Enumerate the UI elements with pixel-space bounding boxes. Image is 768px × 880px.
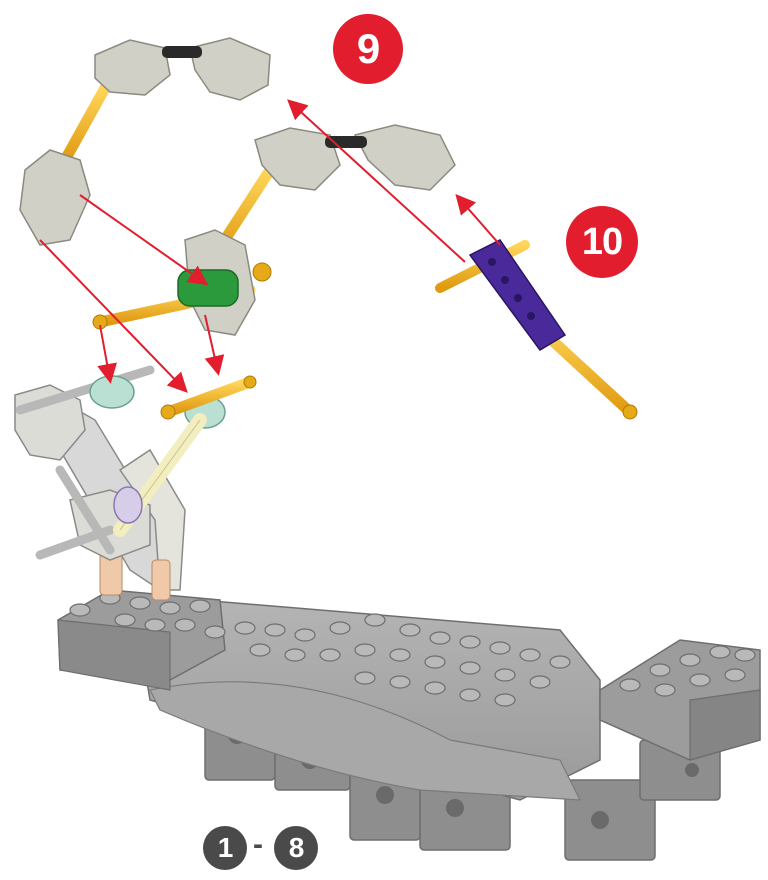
base-platform xyxy=(58,590,760,860)
arrow-rod-to-mint xyxy=(100,325,110,380)
step-9-badge: 9 xyxy=(333,14,403,84)
step-range-start-badge: 1 xyxy=(203,826,247,870)
step-10-badge: 10 xyxy=(566,206,638,278)
step-range-end-badge: 8 xyxy=(274,826,318,870)
arrow-left-to-lower-rod xyxy=(40,240,185,390)
step-range-start-number: 1 xyxy=(218,832,233,864)
step-range-separator: - xyxy=(253,828,263,862)
step-9-number: 9 xyxy=(357,25,379,73)
step-10-number: 10 xyxy=(582,221,622,264)
arrow-purple-to-right xyxy=(458,197,500,245)
upper-arch-left xyxy=(20,38,455,419)
step-range-end-number: 8 xyxy=(289,832,304,864)
